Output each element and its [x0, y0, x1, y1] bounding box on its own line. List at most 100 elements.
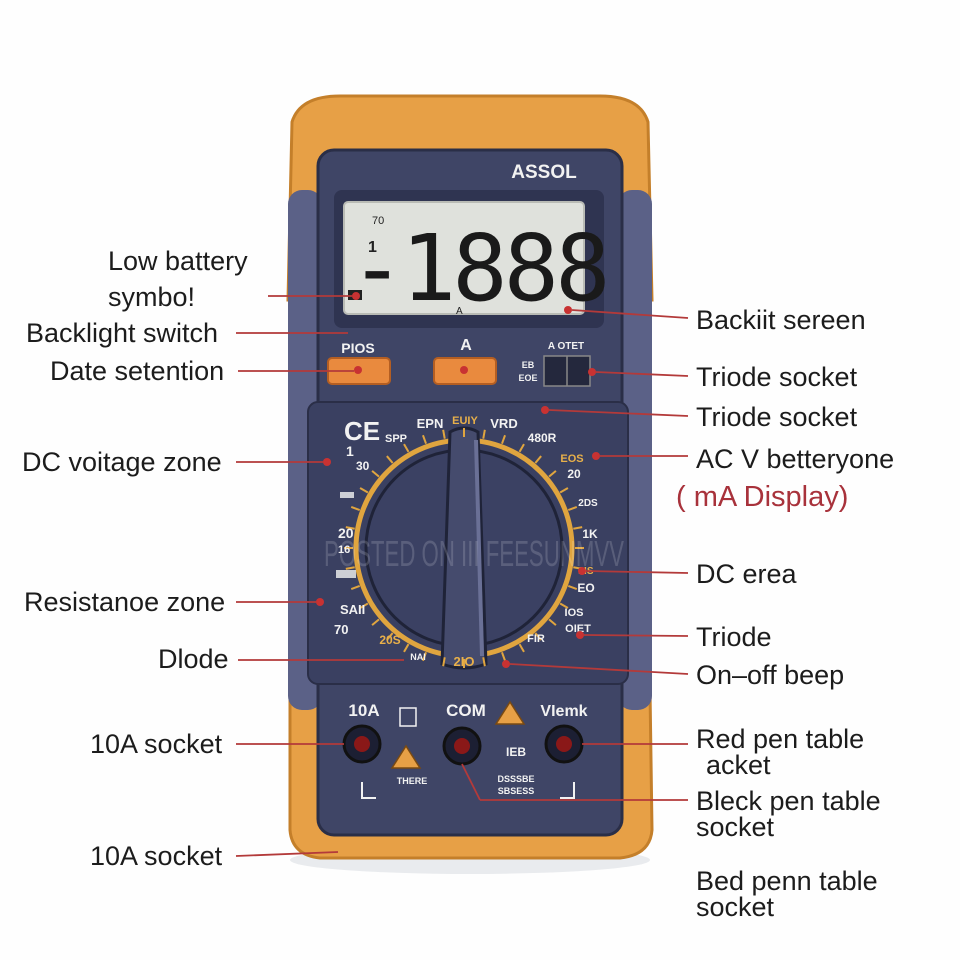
dial-tick — [386, 632, 394, 641]
dial-tick — [345, 526, 355, 530]
label-triode-socket-2: Triode socket — [696, 402, 858, 432]
dial-tick — [422, 434, 427, 445]
dial-tick — [359, 602, 369, 609]
dial-tick — [359, 487, 369, 494]
label-black-pen: Bleck pen table — [696, 786, 881, 816]
dial-bottom-3: FIR — [527, 633, 545, 645]
lcd-small-mid: 1 — [368, 239, 377, 256]
dial-tick — [422, 651, 427, 662]
dial-tick — [534, 632, 542, 641]
dial-tick — [371, 618, 380, 626]
ce-mark: CE — [344, 416, 380, 446]
dial-left-6: 70 — [334, 622, 348, 637]
dial-tick — [548, 470, 557, 478]
jack-10a[interactable] — [342, 724, 382, 764]
annotation-dots — [316, 292, 600, 668]
dial-tick — [518, 443, 525, 453]
dial-tick — [403, 643, 410, 653]
jack-com[interactable] — [442, 726, 482, 766]
hfe-label: A OTET — [548, 341, 584, 352]
dial-left-mark — [336, 570, 356, 578]
dial-tick — [386, 455, 394, 464]
hfe-side-2: EOE — [518, 373, 537, 383]
dial-tick — [567, 585, 578, 590]
warning-top-icon — [494, 700, 526, 725]
label-resistance-zone: Resistanoe zone — [24, 587, 226, 617]
dial-tick — [442, 429, 446, 439]
dial-left-0: SPP — [385, 433, 407, 445]
label-triode-socket-1: Triode socket — [696, 362, 858, 392]
dial-tick — [371, 470, 380, 478]
dial-tick — [548, 618, 557, 626]
dial-ticks — [344, 428, 584, 668]
jack-label-10a: 10A — [348, 701, 379, 720]
dial-tick — [482, 657, 486, 667]
label-diode: Dlode — [158, 644, 229, 674]
label-low-battery: Low battery — [108, 246, 248, 276]
jack-fuse-icon — [399, 707, 417, 727]
jack-vohm[interactable] — [544, 724, 584, 764]
dial-tick — [567, 506, 578, 511]
label-acv-battery: AC V betteryone — [696, 444, 895, 474]
dial-left-2: 30 — [356, 459, 370, 473]
dial-knob[interactable] — [440, 426, 488, 670]
jack-fine-mid-2: SBSESS — [498, 786, 535, 796]
label-10a-socket: 10A socket — [90, 729, 223, 759]
dial-left-4: 16 — [338, 544, 350, 556]
dial-tick — [559, 602, 569, 609]
warning-left-icon — [390, 744, 422, 769]
dial-right-3: 2DS — [578, 498, 598, 509]
dial-right-4: 1K — [582, 527, 598, 541]
dial-left-mark-2 — [340, 492, 354, 498]
dial-right-6: EO — [577, 581, 594, 595]
dial-top-0: EPN — [417, 416, 444, 431]
dial-left-1: 1 — [346, 443, 354, 459]
dial-tick — [350, 506, 361, 511]
dial-tick — [501, 434, 506, 445]
label-10a-socket-2: 10A socket — [90, 841, 223, 871]
label-backlit-screen: Backiit sereen — [696, 305, 866, 335]
label-bed-pen: Bed penn table — [696, 866, 878, 896]
dial-bottom-0: 20S — [379, 633, 400, 647]
label-bed-pen-2: socket — [696, 892, 775, 922]
lcd-small-top: 70 — [372, 215, 384, 227]
dial-right-8: OIET — [565, 623, 591, 635]
jack-fine-mid: DSSSBE — [497, 774, 534, 784]
jack-fine-left: THERE — [397, 776, 428, 786]
dial-bottom-1: NAI — [410, 652, 426, 662]
hold-button-label: PIOS — [341, 340, 374, 356]
hfe-side-1: EB — [522, 360, 535, 370]
label-dc-area: DC erea — [696, 559, 797, 589]
dial-tick — [559, 487, 569, 494]
dial-right-7: IOS — [565, 607, 584, 619]
corner-right — [560, 782, 575, 799]
label-triode: Triode — [696, 622, 772, 652]
dial-left-3: 20 — [338, 525, 354, 541]
dial-tick — [442, 657, 446, 667]
lcd-digits: -1888 — [350, 215, 607, 322]
watermark: POSTED ON III FEESUNMVV — [324, 533, 624, 574]
dial-tick — [573, 526, 583, 530]
label-onoff-beep: On–off beep — [696, 660, 845, 690]
dial-right-0: 480R — [528, 431, 557, 445]
label-low-battery-2: symbo! — [108, 282, 196, 312]
dial-tick — [534, 455, 542, 464]
label-red-pen: Red pen table — [696, 724, 865, 754]
jack-symbol-mid: IEB — [506, 745, 526, 759]
label-ma-display: ( mA Display) — [676, 481, 849, 513]
dial-bottom-2: 2IO — [454, 654, 475, 669]
dial-top-1: EUIY — [452, 415, 478, 427]
dial-tick — [403, 443, 410, 453]
dial-right-1: EOS — [560, 453, 583, 465]
label-dc-voltage-zone: DC voitage zone — [22, 447, 222, 477]
lcd-screen — [343, 201, 585, 315]
label-data-retention: Date setention — [50, 356, 225, 386]
dial-tick — [345, 566, 355, 570]
label-black-pen-2: socket — [696, 812, 775, 842]
knob-highlight — [474, 439, 484, 657]
dial-top-2: VRD — [490, 416, 517, 431]
dial-left-5: SAII — [340, 602, 365, 617]
backlight-button-label: A — [460, 337, 472, 354]
